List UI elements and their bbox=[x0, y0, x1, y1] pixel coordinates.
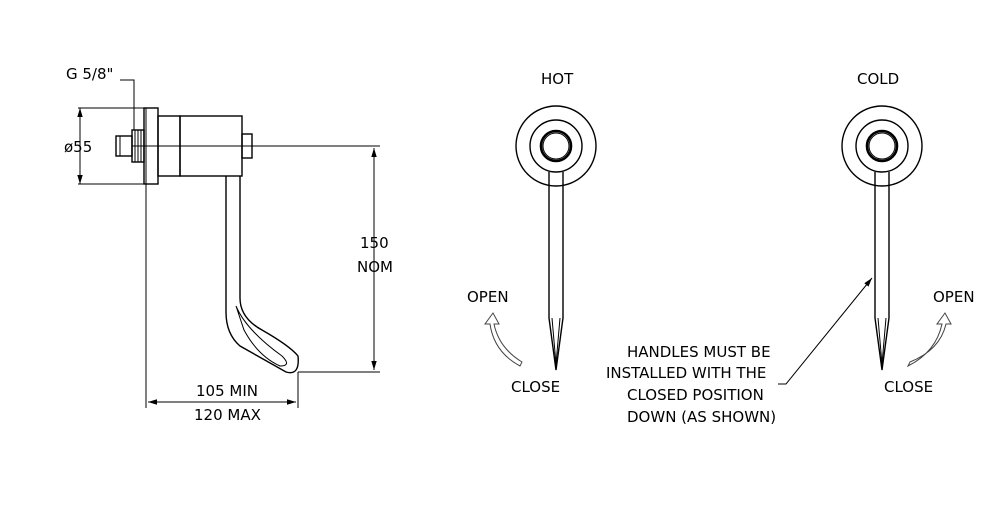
hot-open-label: OPEN bbox=[467, 288, 509, 306]
cold-open-arrow bbox=[906, 312, 952, 368]
note-line-1: HANDLES MUST BE bbox=[627, 343, 771, 361]
note-leader bbox=[778, 277, 873, 385]
hot-open-arrow bbox=[484, 312, 523, 367]
cold-title: COLD bbox=[857, 70, 899, 88]
hot-flange-outer bbox=[515, 105, 597, 187]
installation-note: HANDLES MUST BE INSTALLED WITH THE CLOSE… bbox=[606, 277, 873, 426]
note-line-2: INSTALLED WITH THE bbox=[606, 364, 766, 382]
reach-label-min: 105 MIN bbox=[196, 382, 258, 400]
hot-lever bbox=[548, 172, 564, 371]
reach-label-max: 120 MAX bbox=[194, 406, 261, 424]
cold-open-label: OPEN bbox=[933, 288, 975, 306]
cold-close-label: CLOSE bbox=[884, 378, 933, 396]
height-label-nom: NOM bbox=[357, 258, 393, 276]
thread-label: G 5/8" bbox=[66, 65, 113, 83]
cold-flange-outer bbox=[841, 105, 923, 187]
hot-close-label: CLOSE bbox=[511, 378, 560, 396]
hot-title: HOT bbox=[541, 70, 574, 88]
note-line-4: DOWN (AS SHOWN) bbox=[627, 408, 776, 426]
side-view: G 5/8" ø55 150 NOM 105 MIN 120 MAX bbox=[64, 65, 393, 424]
cold-handle-view: COLD OPEN CLOSE bbox=[841, 70, 975, 396]
lever-handle bbox=[225, 176, 299, 374]
height-label-value: 150 bbox=[360, 234, 389, 252]
diameter-label: ø55 bbox=[64, 138, 92, 156]
hot-handle-view: HOT OPEN CLOSE bbox=[467, 70, 597, 396]
cold-lever bbox=[874, 172, 890, 371]
note-line-3: CLOSED POSITION bbox=[627, 386, 764, 404]
